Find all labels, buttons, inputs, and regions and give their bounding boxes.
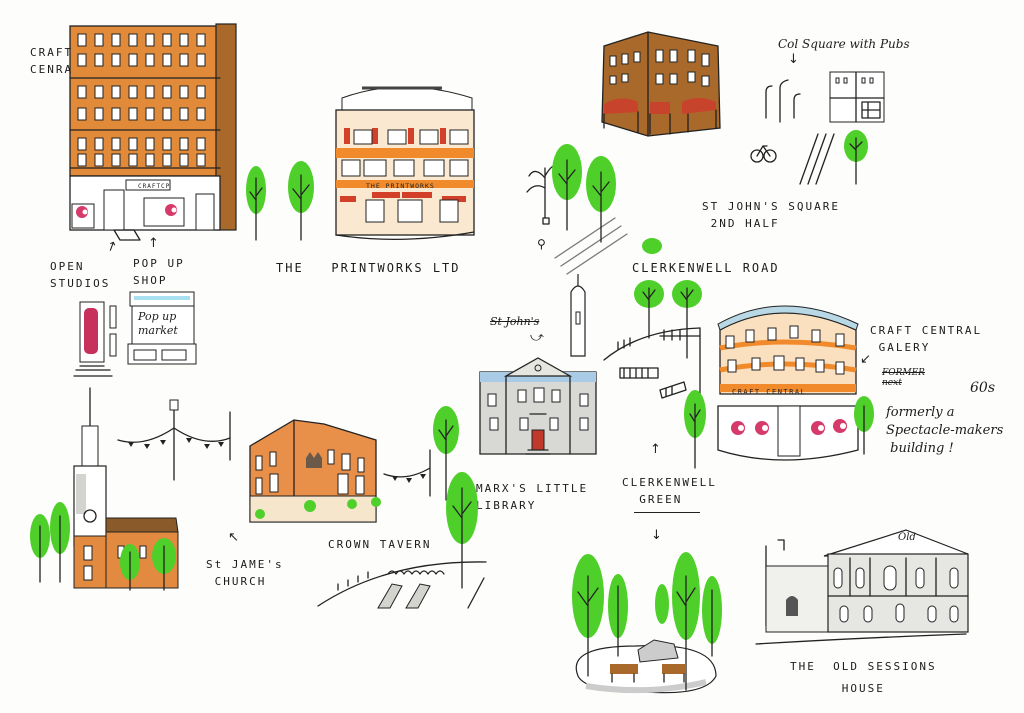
- bicycle-icon: [750, 145, 777, 163]
- old-sessions-house-drawing: [755, 529, 969, 645]
- church-tower-sketch: [570, 274, 586, 357]
- st-johns-scribble: St John's: [490, 315, 540, 328]
- tree-icon: [433, 406, 459, 501]
- st-johns-square-label: ST JOHN'S SQUARE 2ND HALF: [702, 200, 840, 230]
- pop-up-market-stand: Pop up market: [126, 290, 197, 368]
- tree-icon: [446, 472, 478, 589]
- pop-up-market-sign: Pop up market: [138, 310, 178, 337]
- tree-icon: [684, 390, 706, 469]
- tree-icon: [634, 280, 664, 339]
- printworks-facade-sign: THE PRINTWORKS: [366, 182, 435, 190]
- craft-central-building-drawing: [69, 23, 237, 241]
- craft-central-label: CRAFT CENRA: [30, 46, 74, 76]
- clerkenwell-road-label: CLERKENWELL ROAD: [632, 261, 780, 275]
- svg-text:⚲: ⚲: [537, 237, 546, 251]
- tree-icon: [288, 161, 314, 241]
- arrow-right-icon: ⤻: [530, 330, 544, 345]
- old-sessions-house-label: THE OLD SESSIONS HOUSE: [790, 660, 937, 695]
- printworks-label: THE PRINTWORKS LTD: [276, 261, 461, 275]
- pub-building-outline: [829, 71, 885, 123]
- clerkenwell-green-park-drawing: [572, 552, 722, 694]
- sessions-house-pediment-text: Old: [898, 532, 916, 543]
- crossed-out-note: FORMER next: [882, 368, 925, 388]
- underline-divider: [634, 512, 700, 513]
- arrow-up-icon: ↑: [650, 442, 661, 457]
- street-lamp-cluster-icon: ⚲: [526, 164, 628, 275]
- tree-icon: [586, 156, 616, 243]
- printworks-drawing: [335, 86, 475, 240]
- marx-library-drawing: [479, 357, 597, 455]
- crown-tavern-street-sketch: [317, 561, 487, 609]
- tree-icon: [246, 166, 266, 241]
- tree-icon: [854, 396, 874, 455]
- craft-central-gallery-drawing: [717, 305, 859, 461]
- clerkenwell-green-label: CLERKENWELL GREEN: [622, 476, 717, 506]
- tree-icon: [672, 280, 702, 359]
- arrow-up-left-icon: ↖: [228, 530, 239, 545]
- tree-icon: [642, 238, 662, 254]
- tree-icon: [552, 144, 582, 231]
- bunting-lamps-icon: [117, 399, 231, 481]
- craft-central-gallery-label: CRAFT CENTRAL GALERY: [870, 324, 983, 354]
- arrow-up-icon: ↑: [103, 238, 120, 257]
- crown-tavern-label: CROWN TAVERN: [328, 538, 432, 551]
- st-james-church-drawing: [30, 387, 179, 591]
- marx-library-label: MARX'S LITTLE LIBRARY: [476, 482, 589, 512]
- street-lamps-icon: [765, 79, 801, 123]
- open-studios-label: OPEN STUDIOS: [50, 260, 111, 290]
- bunting-icon: [383, 449, 431, 497]
- st-james-church-label: St JAME's CHURCH: [206, 558, 284, 588]
- st-johns-corner-building: [601, 31, 721, 137]
- pop-up-door-drawing: [73, 301, 117, 377]
- col-square-label: Col Square with Pubs: [778, 37, 910, 51]
- arrow-down-icon: ↓: [788, 52, 799, 67]
- arrow-down-icon: ↓: [651, 528, 662, 543]
- tree-icon: [844, 130, 868, 185]
- arrow-up-icon: ↑: [148, 236, 159, 251]
- craft-central-gallery-sign: CRAFT CENTRAL: [732, 388, 807, 396]
- clerkenwell-road-sketch: [603, 327, 701, 401]
- craft-central-building: CRAFTCP: [66, 18, 241, 241]
- sixties-note: 60s: [970, 380, 995, 396]
- spectacle-makers-note: formerly a Spectacle-makers building !: [886, 405, 1004, 456]
- arrow-down-left-icon: ↙: [860, 352, 871, 367]
- craftcp-shop-sign: CRAFTCP: [138, 183, 171, 190]
- printworks-building: THE PRINTWORKS: [332, 80, 480, 240]
- road-markings-icon: [799, 133, 835, 185]
- crown-tavern-drawing: [249, 419, 381, 523]
- pop-up-shop-label: POP UP SHOP: [133, 257, 185, 287]
